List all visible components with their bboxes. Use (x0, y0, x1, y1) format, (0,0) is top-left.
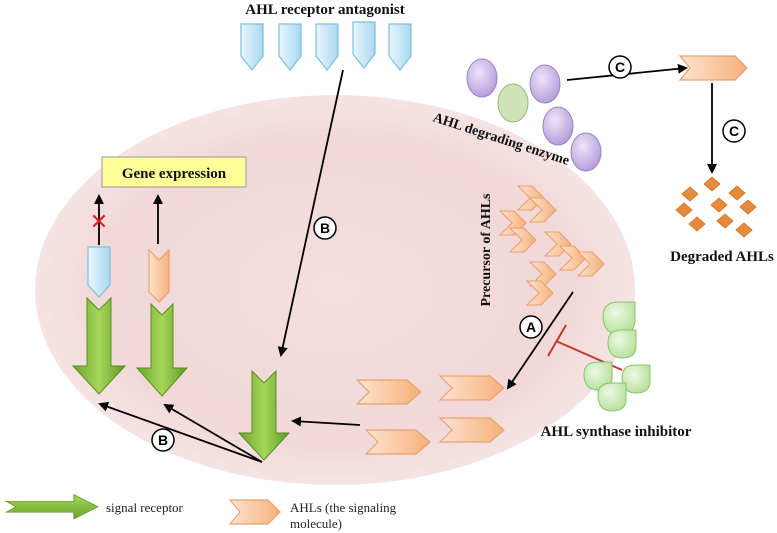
degraded-fragment (688, 216, 706, 232)
legend-ahl-label-2: molecule) (290, 516, 342, 531)
degraded-label: Degraded AHLs (670, 249, 774, 265)
marker-a-label: A (526, 319, 536, 335)
marker-b-circle (313, 216, 337, 240)
block-cross: ✕ (90, 210, 108, 235)
marker-a-circle (519, 315, 543, 339)
antagonist-group (240, 21, 412, 71)
inhibitor-molecule (607, 329, 637, 359)
marker-b2-circle (151, 428, 175, 452)
ahl-cluster (355, 375, 505, 455)
signal-receptor (135, 302, 189, 397)
marker-c2-label: C (729, 123, 739, 139)
marker-b-label: B (320, 220, 330, 236)
degraded-fragment (735, 222, 753, 238)
gene-expression-box (101, 156, 247, 188)
marker-c1-label: C (615, 59, 625, 75)
bound-antagonist (87, 246, 111, 298)
signal-receptor-free (237, 369, 291, 461)
enzyme-molecule-green (497, 83, 529, 123)
gene-expression-label: Gene expression (122, 166, 227, 182)
antagonist-molecule (278, 23, 302, 71)
legend-receptor-label: signal receptor (106, 500, 184, 515)
precursor-cluster (498, 185, 605, 306)
precursor-molecule (525, 280, 554, 306)
ahl-target (678, 55, 748, 81)
degraded-fragment (716, 213, 734, 229)
ahl-molecule (364, 429, 431, 455)
signal-receptor (71, 296, 127, 395)
legend-receptor-icon (4, 494, 99, 520)
legend-ahl-label-1: AHLs (the signaling (290, 500, 397, 515)
antagonist-molecule (315, 23, 339, 71)
enzyme-molecule (570, 132, 602, 172)
arrow-to-receptor-left (98, 401, 263, 463)
inhibitor-molecule (597, 382, 627, 412)
antagonist-label: AHL receptor antagonist (245, 2, 404, 18)
ahl-molecule (355, 379, 422, 405)
arrow-to-receptor-middle (163, 403, 263, 463)
antagonist-molecule (388, 23, 412, 71)
degraded-fragment (710, 197, 728, 213)
precursor-molecule (528, 197, 557, 223)
legend: signal receptor AHLs (the signaling mole… (4, 494, 397, 531)
degraded-fragment (703, 176, 721, 192)
degraded-fragment (739, 199, 757, 215)
arrow-a-synthesis (506, 291, 574, 390)
degraded-fragment (728, 185, 746, 201)
legend-ahl-icon (228, 499, 281, 525)
precursor-molecule (576, 251, 605, 277)
inhibitor-molecule (602, 301, 636, 335)
precursor-molecule (508, 227, 537, 253)
precursor-label: Precursor of AHLs (479, 193, 494, 307)
arrow-ahl-to-receptor (291, 416, 361, 427)
enzyme-molecule (542, 106, 574, 146)
marker-c2-circle (722, 119, 746, 143)
ahl-molecule (438, 375, 505, 401)
enzyme-molecule (529, 64, 561, 104)
arrow-b-antagonist (277, 69, 344, 357)
synthase-inhibitor-cluster (583, 301, 651, 412)
enzyme-molecule (466, 58, 498, 98)
marker-b2-label: B (158, 432, 168, 448)
degraded-fragment (681, 186, 699, 202)
antagonist-molecule (240, 23, 264, 71)
marker-c1-circle (608, 55, 632, 79)
inhibition-bar (547, 324, 567, 357)
synthase-inhibitor-label: AHL synthase inhibitor (541, 424, 692, 440)
degraded-fragment (675, 202, 693, 218)
ahl-molecule (438, 417, 505, 443)
antagonist-molecule (352, 21, 376, 69)
degraded-fragments (675, 176, 757, 238)
bound-ahl (148, 248, 170, 303)
degrading-enzyme-cluster (466, 58, 602, 172)
